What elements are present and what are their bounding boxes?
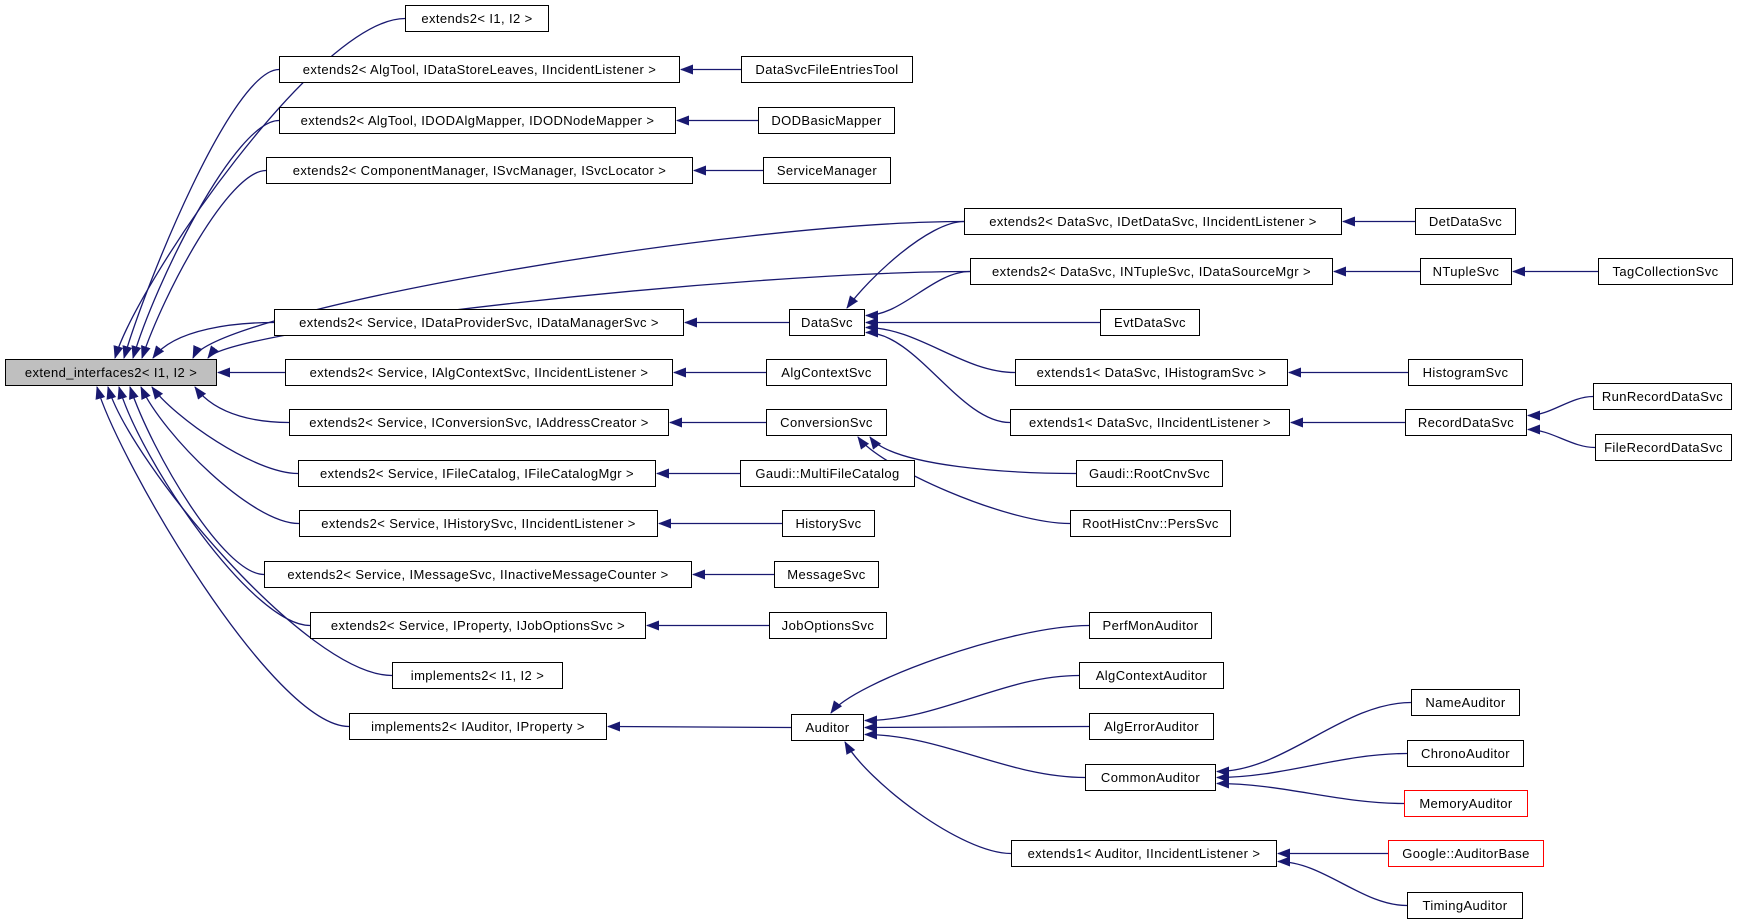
edge-chronoauditor-to-commonauditor <box>1216 752 1408 783</box>
node-ext1_datasvc_incident[interactable]: extends1< DataSvc, IIncidentListener > <box>1010 409 1290 436</box>
edge-timingauditor-to-ext1_auditor_incident <box>1277 856 1408 907</box>
edge-ext2_datasvc_ntuple-to-datasvc <box>865 270 971 321</box>
edge-algcontextauditor-to-auditor <box>864 674 1080 726</box>
node-messagesvc[interactable]: MessageSvc <box>774 561 879 588</box>
edge-perfmonauditor-to-auditor <box>830 624 1090 714</box>
edge-ext2_compmgr-to-root <box>141 169 267 359</box>
node-timingauditor[interactable]: TimingAuditor <box>1407 892 1523 919</box>
edge-memoryauditor-to-commonauditor <box>1216 778 1405 805</box>
edge-commonauditor-to-auditor <box>864 729 1086 779</box>
node-ext2_svc_history[interactable]: extends2< Service, IHistorySvc, IInciden… <box>299 510 658 537</box>
node-ext2_svc_algcontext[interactable]: extends2< Service, IAlgContextSvc, IInci… <box>285 359 673 386</box>
node-servicemanager[interactable]: ServiceManager <box>763 157 891 184</box>
node-datasvc[interactable]: DataSvc <box>789 309 865 336</box>
node-ext2_i1i2[interactable]: extends2< I1, I2 > <box>405 5 549 32</box>
node-historysvc[interactable]: HistorySvc <box>782 510 875 537</box>
edge-runrecorddatasvc-to-recorddatasvc <box>1527 395 1594 421</box>
edge-perssvc-to-conversionsvc <box>857 436 1071 525</box>
edge-ext2_datasvc_det-to-root <box>192 220 965 359</box>
edge-ext2_datasvc_ntuple-to-root <box>207 270 971 359</box>
edge-ext1_datasvc_incident-to-datasvc <box>865 327 1011 424</box>
node-runrecorddatasvc[interactable]: RunRecordDataSvc <box>1593 383 1732 410</box>
node-ext1_auditor_incident[interactable]: extends1< Auditor, IIncidentListener > <box>1011 840 1277 867</box>
edge-algerrorauditor-to-auditor <box>864 722 1090 733</box>
node-impl2_i1i2[interactable]: implements2< I1, I2 > <box>392 662 563 689</box>
edge-auditor-to-impl2_auditor <box>607 721 792 732</box>
edge-ext2_i1i2-to-root <box>113 17 406 359</box>
node-auditorbase[interactable]: Google::AuditorBase <box>1388 840 1544 867</box>
node-ntuplesvc[interactable]: NTupleSvc <box>1420 258 1512 285</box>
node-evtdatasvc[interactable]: EvtDataSvc <box>1100 309 1200 336</box>
node-memoryauditor[interactable]: MemoryAuditor <box>1404 790 1528 817</box>
node-perssvc[interactable]: RootHistCnv::PersSvc <box>1070 510 1231 537</box>
node-algerrorauditor[interactable]: AlgErrorAuditor <box>1089 713 1214 740</box>
node-ext2_compmgr[interactable]: extends2< ComponentManager, ISvcManager,… <box>266 157 693 184</box>
node-conversionsvc[interactable]: ConversionSvc <box>766 409 887 436</box>
node-commonauditor[interactable]: CommonAuditor <box>1085 764 1216 791</box>
edge-ext2_svc_message-to-root <box>129 386 265 576</box>
node-auditor[interactable]: Auditor <box>791 714 864 741</box>
node-datasvcfileentriestool[interactable]: DataSvcFileEntriesTool <box>741 56 913 83</box>
node-histogramsvc[interactable]: HistogramSvc <box>1408 359 1523 386</box>
node-ext2_svc_property[interactable]: extends2< Service, IProperty, IJobOption… <box>310 612 646 639</box>
edge-ext2_svc_filecatalog-to-root <box>151 386 299 475</box>
node-detdatasvc[interactable]: DetDataSvc <box>1415 208 1516 235</box>
node-filerecorddatasvc[interactable]: FileRecordDataSvc <box>1595 434 1732 461</box>
node-ext2_svc_conversion[interactable]: extends2< Service, IConversionSvc, IAddr… <box>289 409 669 436</box>
node-perfmonauditor[interactable]: PerfMonAuditor <box>1089 612 1212 639</box>
node-recorddatasvc[interactable]: RecordDataSvc <box>1405 409 1527 436</box>
edge-nameauditor-to-commonauditor <box>1216 701 1412 777</box>
edge-ext2_svc_dataprovider-to-root <box>152 321 275 359</box>
node-dodbasicmapper[interactable]: DODBasicMapper <box>758 107 895 134</box>
edge-ext1_datasvc_histogram-to-datasvc <box>865 322 1016 374</box>
node-rootcnvsvc[interactable]: Gaudi::RootCnvSvc <box>1076 460 1223 487</box>
node-ext2_svc_dataprovider[interactable]: extends2< Service, IDataProviderSvc, IDa… <box>274 309 684 336</box>
node-ext2_svc_message[interactable]: extends2< Service, IMessageSvc, IInactiv… <box>264 561 692 588</box>
node-ext2_datasvc_ntuple[interactable]: extends2< DataSvc, INTupleSvc, IDataSour… <box>970 258 1333 285</box>
edge-filerecorddatasvc-to-recorddatasvc <box>1527 424 1596 449</box>
node-impl2_auditor[interactable]: implements2< IAuditor, IProperty > <box>349 713 607 740</box>
edge-ext2_datasvc_det-to-datasvc <box>846 220 965 309</box>
edge-ext2_svc_history-to-root <box>140 386 300 525</box>
edge-ext2_algtool_dod-to-root <box>131 119 280 359</box>
node-multifilecatalog[interactable]: Gaudi::MultiFileCatalog <box>740 460 915 487</box>
node-ext2_datasvc_det[interactable]: extends2< DataSvc, IDetDataSvc, IInciden… <box>964 208 1342 235</box>
node-root[interactable]: extend_interfaces2< I1, I2 > <box>5 359 217 386</box>
edge-ext1_auditor_incident-to-auditor <box>844 741 1012 855</box>
node-nameauditor[interactable]: NameAuditor <box>1411 689 1520 716</box>
node-algcontextauditor[interactable]: AlgContextAuditor <box>1079 662 1224 689</box>
node-ext2_algtool_leaves[interactable]: extends2< AlgTool, IDataStoreLeaves, IIn… <box>279 56 680 83</box>
edge-rootcnvsvc-to-conversionsvc <box>869 436 1077 475</box>
node-ext2_svc_filecatalog[interactable]: extends2< Service, IFileCatalog, IFileCa… <box>298 460 656 487</box>
node-algcontextsvc[interactable]: AlgContextSvc <box>766 359 887 386</box>
node-chronoauditor[interactable]: ChronoAuditor <box>1407 740 1524 767</box>
node-ext2_algtool_dod[interactable]: extends2< AlgTool, IDODAlgMapper, IDODNo… <box>279 107 676 134</box>
edge-impl2_auditor-to-root <box>95 386 350 728</box>
node-ext1_datasvc_histogram[interactable]: extends1< DataSvc, IHistogramSvc > <box>1015 359 1288 386</box>
node-tagcollectionsvc[interactable]: TagCollectionSvc <box>1598 258 1733 285</box>
edge-ext2_svc_conversion-to-root <box>194 386 290 424</box>
node-joboptionssvc[interactable]: JobOptionsSvc <box>769 612 887 639</box>
edge-impl2_i1i2-to-root <box>106 386 393 677</box>
edge-ext2_algtool_leaves-to-root <box>122 68 280 359</box>
